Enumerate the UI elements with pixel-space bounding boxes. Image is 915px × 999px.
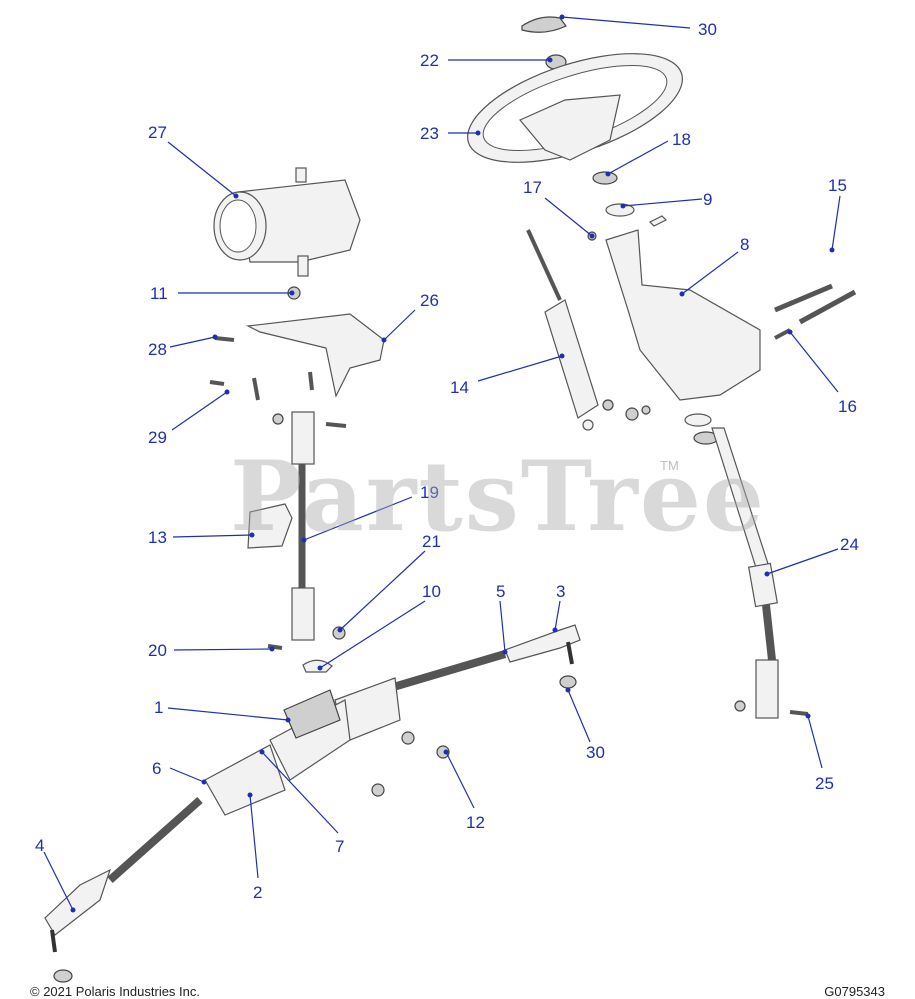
callout-9: 9 bbox=[703, 190, 712, 209]
bushing-18 bbox=[592, 171, 618, 185]
boot-13 bbox=[247, 503, 293, 549]
callout-6: 6 bbox=[152, 759, 161, 778]
bolt-28 bbox=[214, 336, 235, 342]
callout-12: 12 bbox=[466, 813, 485, 832]
callout-25: 25 bbox=[815, 774, 834, 793]
callout-30-lower: 30 bbox=[586, 743, 605, 762]
gearbox-mount-bracket bbox=[245, 313, 385, 398]
callout-22: 22 bbox=[420, 51, 439, 70]
bolt-16 bbox=[774, 328, 791, 340]
bolt-15a bbox=[774, 283, 833, 313]
callout-26: 26 bbox=[420, 291, 439, 310]
intermediate-shaft bbox=[291, 411, 315, 641]
callout-numbers: 30 22 23 18 9 17 8 15 16 14 27 11 28 26 … bbox=[35, 20, 859, 902]
callout-29: 29 bbox=[148, 428, 167, 447]
callout-19: 19 bbox=[420, 483, 439, 502]
bolt-15b bbox=[798, 289, 857, 325]
leader-lines bbox=[43, 14, 841, 913]
steering-shaft bbox=[711, 427, 779, 719]
callout-11: 11 bbox=[150, 284, 168, 303]
callout-23: 23 bbox=[420, 124, 439, 143]
callout-15: 15 bbox=[828, 176, 847, 195]
ring-9 bbox=[605, 203, 635, 217]
callout-24: 24 bbox=[840, 535, 859, 554]
copyright-text: © 2021 Polaris Industries Inc. bbox=[30, 984, 200, 999]
bolt-25 bbox=[789, 710, 809, 716]
callout-21: 21 bbox=[422, 532, 441, 551]
cover-10 bbox=[302, 659, 333, 673]
steering-cap bbox=[521, 16, 567, 33]
figure-code: G0795343 bbox=[824, 984, 885, 999]
callout-10: 10 bbox=[422, 582, 441, 601]
callout-13: 13 bbox=[148, 528, 167, 547]
callout-28: 28 bbox=[148, 340, 167, 359]
callout-1: 1 bbox=[154, 698, 163, 717]
callout-2: 2 bbox=[253, 883, 262, 902]
bolt-20 bbox=[267, 644, 283, 650]
parts-tree-watermark: PartsTree bbox=[230, 440, 766, 553]
trademark-mark: TM bbox=[660, 458, 679, 473]
callout-27: 27 bbox=[148, 123, 167, 142]
callout-5: 5 bbox=[496, 582, 505, 601]
callout-20: 20 bbox=[148, 641, 167, 660]
bolt-29 bbox=[252, 377, 260, 401]
callout-7: 7 bbox=[335, 837, 344, 856]
power-steering-gearbox bbox=[213, 167, 361, 277]
steering-wheel bbox=[467, 53, 683, 163]
steering-rack bbox=[44, 624, 581, 953]
callout-3: 3 bbox=[556, 582, 565, 601]
bushing-12 bbox=[436, 745, 450, 759]
callout-17: 17 bbox=[523, 178, 542, 197]
callout-8: 8 bbox=[740, 235, 749, 254]
callout-4: 4 bbox=[35, 836, 44, 855]
callout-14: 14 bbox=[450, 378, 469, 397]
nut-30-lower bbox=[559, 675, 577, 689]
steering-column-bracket bbox=[605, 229, 761, 401]
gas-strut bbox=[526, 229, 599, 431]
part-drawings bbox=[44, 16, 857, 983]
callout-30-top: 30 bbox=[698, 20, 717, 39]
callout-18: 18 bbox=[672, 130, 691, 149]
callout-16: 16 bbox=[838, 397, 857, 416]
